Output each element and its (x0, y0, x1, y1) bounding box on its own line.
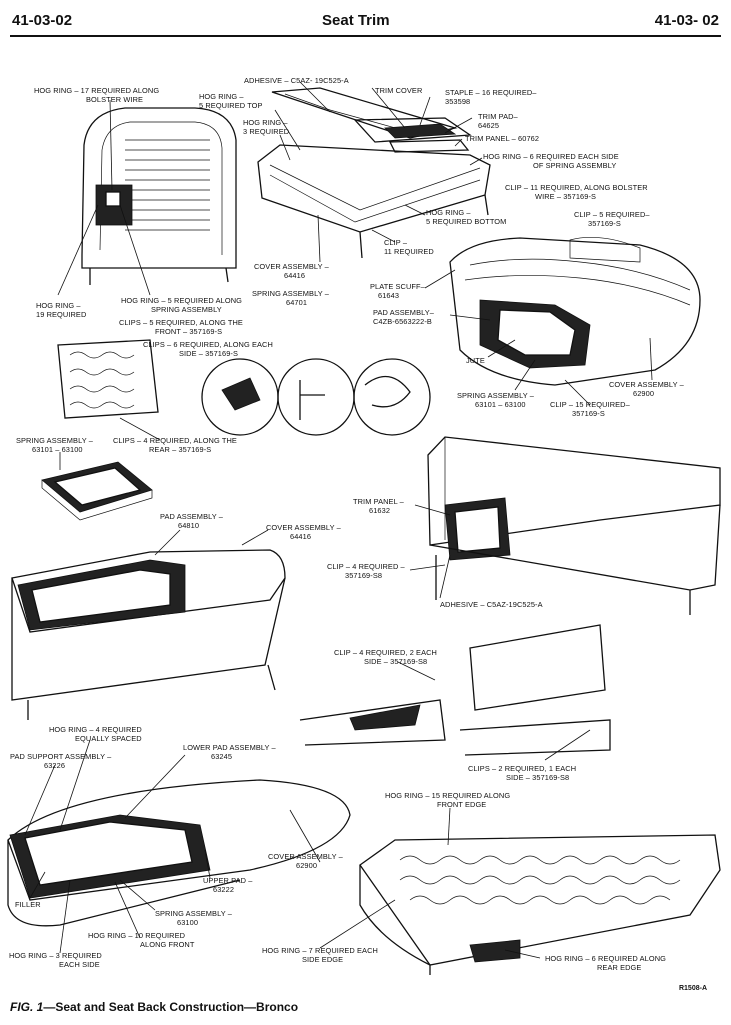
leader-lines (24, 81, 653, 959)
page-code-left: 41-03-02 (12, 12, 73, 29)
seat-cushion-drawing (449, 236, 701, 386)
label-hog-ring-5-bottom: HOG RING –5 REQUIRED BOTTOM (426, 208, 507, 226)
label-plate-scuff: PLATE SCUFF–61643 (370, 282, 425, 300)
rear-seat-back-drawing (427, 436, 721, 615)
label-pad-assembly-64810: PAD ASSEMBLY –64810 (160, 512, 224, 530)
label-hog-ring-5-top: HOG RING –5 REQUIRED TOP (199, 92, 263, 110)
label-clip-11: CLIP –11 REQUIRED (384, 238, 434, 256)
label-hog-ring-19: HOG RING –19 REQUIRED (36, 301, 87, 319)
bench-seat-drawing (11, 549, 286, 720)
label-spring-assembly-64701: SPRING ASSEMBLY –64701 (252, 289, 330, 307)
label-adhesive-top: ADHESIVE – C5AZ- 19C525-A (244, 76, 349, 85)
label-lower-pad: LOWER PAD ASSEMBLY –63245 (183, 743, 276, 761)
header-rule (10, 35, 721, 37)
page-title: Seat Trim (322, 12, 390, 29)
label-staple: STAPLE – 16 REQUIRED–353598 (445, 88, 537, 106)
spring-detail-drawing (57, 339, 159, 419)
seat-back-frame-drawing (81, 107, 237, 285)
label-cover-assembly-64416-top: COVER ASSEMBLY –64416 (254, 262, 329, 280)
label-spring-assembly-63101-right: SPRING ASSEMBLY –63101 – 63100 (457, 391, 535, 409)
label-pad-assembly-c4zb: PAD ASSEMBLY–C4ZB-6563222-B (373, 308, 434, 326)
figure-caption-text: —Seat and Seat Back Construction—Bronco (43, 1000, 299, 1014)
seat-back-panel-drawing (257, 87, 491, 259)
label-trim-panel-61632: TRIM PANEL –61632 (353, 497, 404, 515)
label-adhesive-mid: ADHESIVE – C5AZ-19C525-A (440, 600, 543, 609)
label-cover-assembly-64416-mid: COVER ASSEMBLY –64416 (266, 523, 341, 541)
clip-sketches (299, 624, 611, 756)
spring-frame-drawing (359, 834, 721, 975)
figure-code: R1508-A (678, 985, 707, 992)
lower-seat-cushion-drawing (7, 779, 351, 927)
label-jute: JUTE (466, 356, 485, 365)
label-cover-assembly-62900-bottom: COVER ASSEMBLY –62900 (268, 852, 343, 870)
label-trim-pad-64625: TRIM PAD–64625 (478, 112, 518, 130)
figure-caption-prefix: FIG. 1 (10, 1000, 44, 1014)
label-clip-4-mid: CLIP – 4 REQUIRED –357169-S8 (327, 562, 405, 580)
small-spring-assembly-drawing (41, 461, 153, 521)
label-pad-support: PAD SUPPORT ASSEMBLY –63226 (10, 752, 112, 770)
label-clip-5-right: CLIP – 5 REQUIRED–357169-S (574, 210, 650, 228)
page-code-right: 41-03- 02 (654, 12, 719, 29)
label-filler: FILLER (15, 900, 41, 909)
label-spring-assembly-63101-left: SPRING ASSEMBLY –63101 – 63100 (16, 436, 94, 454)
figure-caption: FIG. 1—Seat and Seat Back Construction—B… (10, 1000, 298, 1014)
clip-detail-circles (201, 358, 431, 436)
label-clip-15: CLIP – 15 REQUIRED–357169-S (550, 400, 630, 418)
label-cover-assembly-62900-right: COVER ASSEMBLY –62900 (609, 380, 684, 398)
label-spring-assembly-63100: SPRING ASSEMBLY –63100 (155, 909, 233, 927)
label-upper-pad: UPPER PAD –63222 (203, 876, 253, 894)
label-trim-panel-60762: TRIM PANEL – 60762 (465, 134, 540, 143)
label-trim-cover: TRIM COVER (375, 86, 423, 95)
label-hog-ring-3: HOG RING –3 REQUIRED (243, 118, 290, 136)
